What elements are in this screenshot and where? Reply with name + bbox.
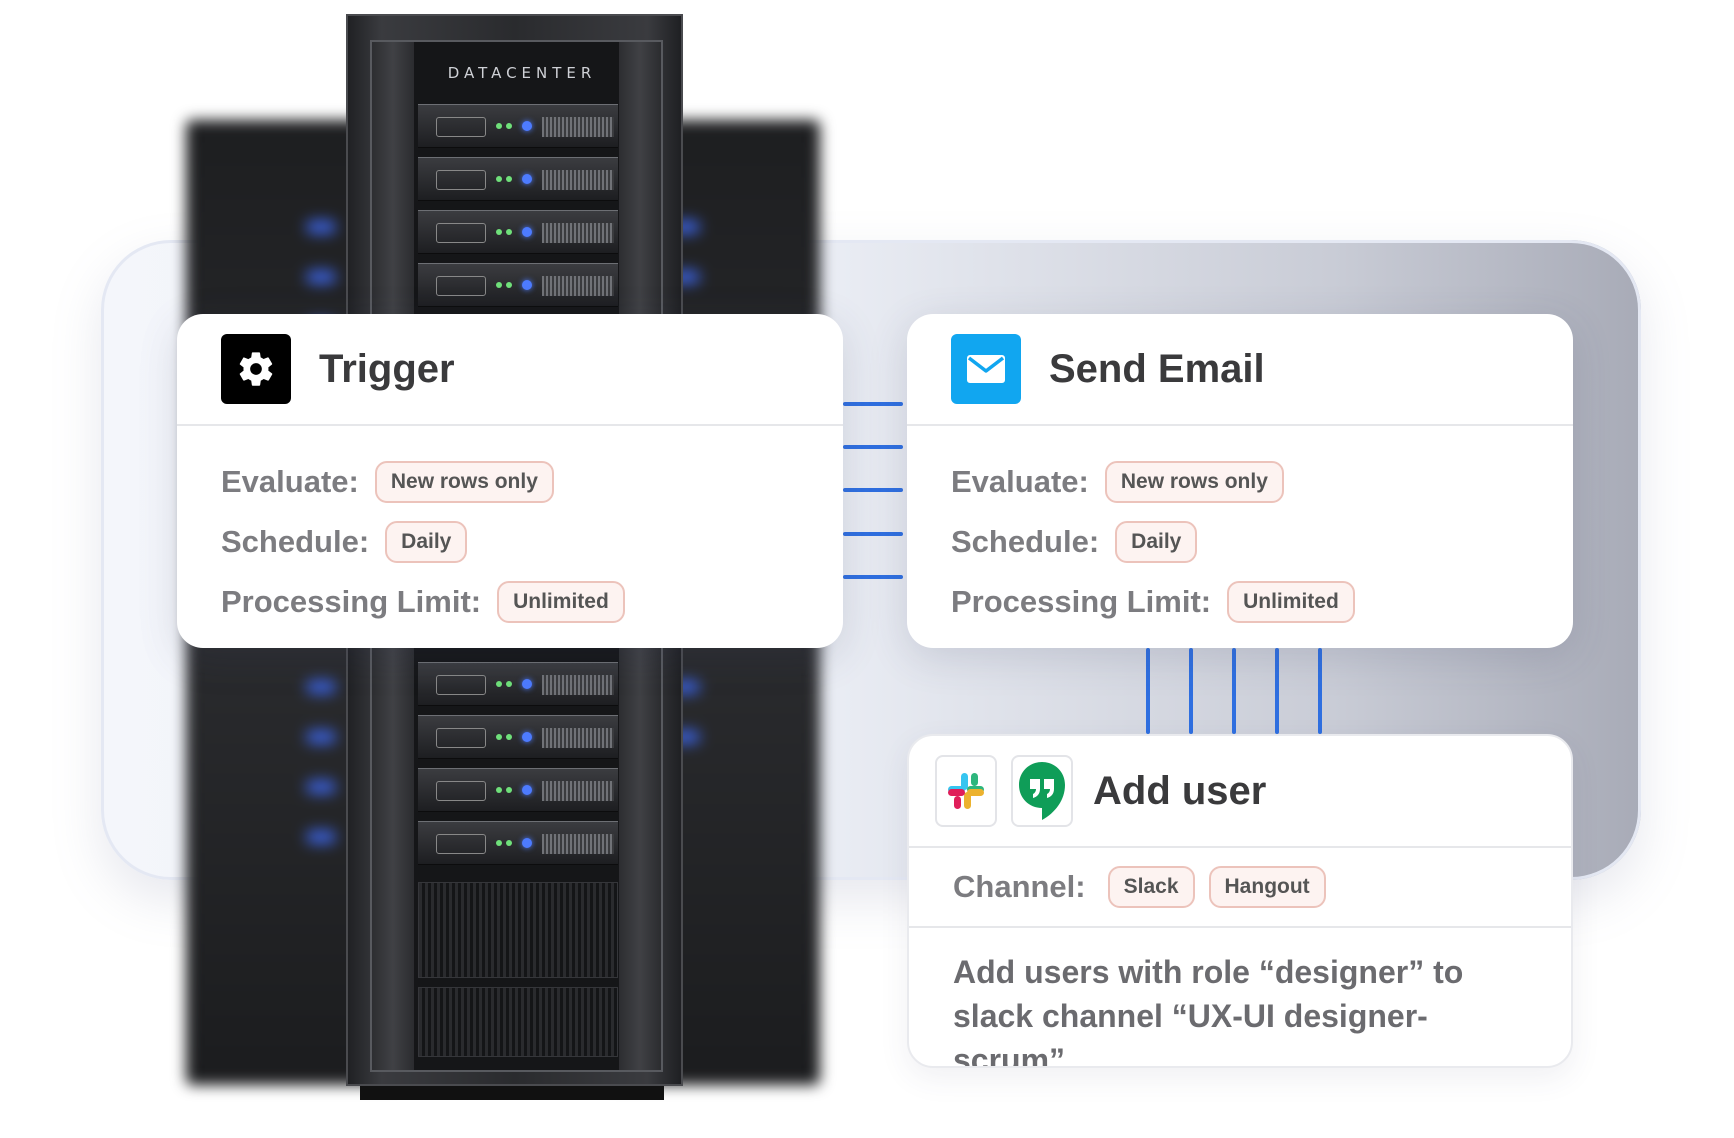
server-unit: [418, 821, 618, 865]
trigger-title: Trigger: [319, 346, 455, 391]
evaluate-row: Evaluate: New rows only: [177, 452, 843, 512]
rack-base: [360, 1086, 664, 1100]
evaluate-label: Evaluate:: [221, 464, 359, 499]
connector-line: [1146, 648, 1150, 734]
server-unit: [418, 104, 618, 148]
processing-limit-row: Processing Limit: Unlimited: [907, 572, 1573, 632]
send-email-title: Send Email: [1049, 346, 1265, 391]
add-user-card-header: Add user: [909, 736, 1571, 848]
processing-limit-chip[interactable]: Unlimited: [497, 581, 625, 623]
processing-limit-label: Processing Limit:: [221, 584, 482, 619]
evaluate-chip[interactable]: New rows only: [1104, 461, 1284, 503]
hangouts-icon: [1011, 755, 1073, 827]
rack-brand-label: DATACENTER: [447, 64, 597, 82]
schedule-row: Schedule: Daily: [907, 512, 1573, 572]
send-email-card[interactable]: Send Email Evaluate: New rows only Sched…: [907, 314, 1573, 648]
trigger-card-header: Trigger: [177, 314, 843, 426]
connector-line: [843, 575, 903, 579]
evaluate-chip[interactable]: New rows only: [374, 461, 554, 503]
evaluate-label: Evaluate:: [951, 464, 1089, 499]
schedule-chip[interactable]: Daily: [385, 521, 468, 563]
channel-chip-slack[interactable]: Slack: [1107, 866, 1195, 908]
rack-grille: [418, 882, 618, 978]
server-unit: [418, 210, 618, 254]
connector-line: [843, 532, 903, 536]
schedule-row: Schedule: Daily: [177, 512, 843, 572]
channel-chip-hangout[interactable]: Hangout: [1208, 866, 1326, 908]
connector-line: [1318, 648, 1322, 734]
server-unit: [418, 263, 618, 307]
connector-line: [1275, 648, 1279, 734]
server-unit: [418, 715, 618, 759]
processing-limit-label: Processing Limit:: [951, 584, 1212, 619]
server-unit: [418, 768, 618, 812]
schedule-chip[interactable]: Daily: [1115, 521, 1198, 563]
connector-line: [843, 402, 903, 406]
add-user-title: Add user: [1093, 768, 1267, 813]
connector-line: [1189, 648, 1193, 734]
server-unit: [418, 157, 618, 201]
connector-line: [1232, 648, 1236, 734]
send-email-card-header: Send Email: [907, 314, 1573, 426]
evaluate-row: Evaluate: New rows only: [907, 452, 1573, 512]
channel-row: Channel: Slack Hangout: [909, 848, 1571, 928]
server-unit: [418, 662, 618, 706]
schedule-label: Schedule:: [951, 524, 1100, 559]
add-user-description: Add users with role “designer” to slack …: [953, 954, 1464, 1068]
connector-line: [843, 445, 903, 449]
add-user-card[interactable]: Add user Channel: Slack Hangout Add user…: [907, 734, 1573, 1068]
gear-icon: [221, 334, 291, 404]
send-email-card-body: Evaluate: New rows only Schedule: Daily …: [907, 426, 1573, 632]
channel-label: Channel:: [953, 869, 1086, 904]
mail-icon: [951, 334, 1021, 404]
trigger-card-body: Evaluate: New rows only Schedule: Daily …: [177, 426, 843, 632]
rack-grille: [418, 987, 618, 1057]
connector-line: [843, 488, 903, 492]
slack-icon: [935, 755, 997, 827]
processing-limit-chip[interactable]: Unlimited: [1227, 581, 1355, 623]
trigger-card[interactable]: Trigger Evaluate: New rows only Schedule…: [177, 314, 843, 648]
processing-limit-row: Processing Limit: Unlimited: [177, 572, 843, 632]
schedule-label: Schedule:: [221, 524, 370, 559]
